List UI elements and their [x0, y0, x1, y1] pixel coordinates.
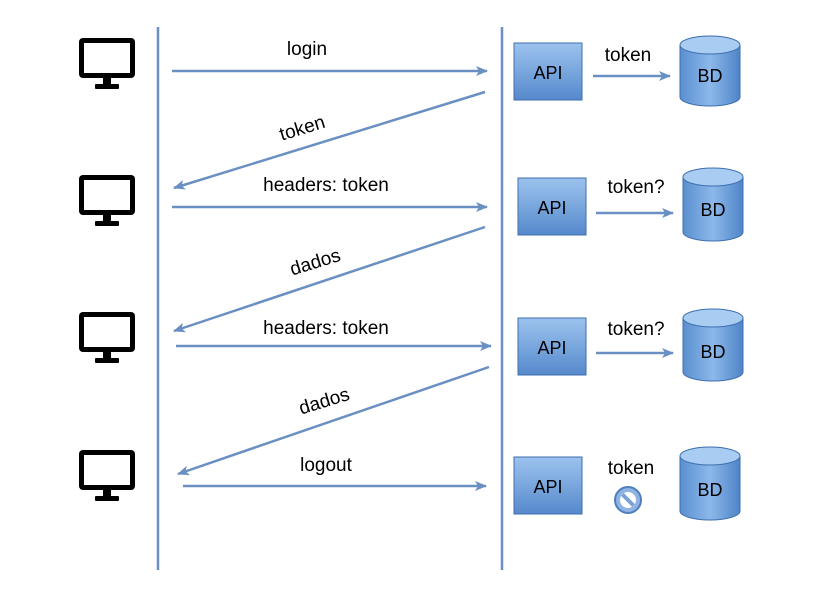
database-icon: BD	[682, 167, 744, 242]
response-arrow	[173, 90, 486, 190]
monitor-icon	[79, 450, 135, 501]
step-2: headers: token API token? BD dados	[79, 167, 744, 333]
database-icon: BD	[682, 308, 744, 382]
db-label: BD	[700, 342, 725, 362]
api-box: API	[517, 317, 587, 376]
response-label: dados	[288, 245, 344, 280]
monitor-icon	[79, 175, 135, 226]
db-label: BD	[700, 200, 725, 220]
db-check-label: token	[608, 458, 654, 479]
api-box: API	[517, 177, 587, 236]
step-4: logout API token BD	[79, 446, 741, 521]
api-label: API	[533, 63, 562, 83]
response-label: token	[277, 112, 328, 146]
request-label: headers: token	[263, 175, 389, 196]
monitor-icon	[79, 312, 135, 363]
api-box: API	[513, 42, 583, 101]
response-arrow	[177, 365, 490, 476]
db-check-label: token?	[607, 319, 664, 340]
response-label: dados	[297, 384, 353, 419]
request-label: login	[287, 39, 327, 60]
database-icon: BD	[679, 35, 741, 107]
no-entry-icon	[614, 486, 642, 514]
request-label: headers: token	[263, 318, 389, 339]
response-arrow	[173, 225, 486, 333]
db-check-label: token	[605, 45, 651, 66]
request-label: logout	[300, 455, 352, 476]
db-label: BD	[697, 66, 722, 86]
step-1: login API token BD token	[79, 35, 741, 190]
db-label: BD	[697, 480, 722, 500]
db-check-label: token?	[607, 177, 664, 198]
monitor-icon	[79, 38, 135, 89]
step-3: headers: token API token? BD dados	[79, 308, 744, 476]
api-box: API	[513, 456, 583, 515]
api-label: API	[533, 477, 562, 497]
database-icon: BD	[679, 446, 741, 521]
api-label: API	[537, 198, 566, 218]
api-label: API	[537, 338, 566, 358]
